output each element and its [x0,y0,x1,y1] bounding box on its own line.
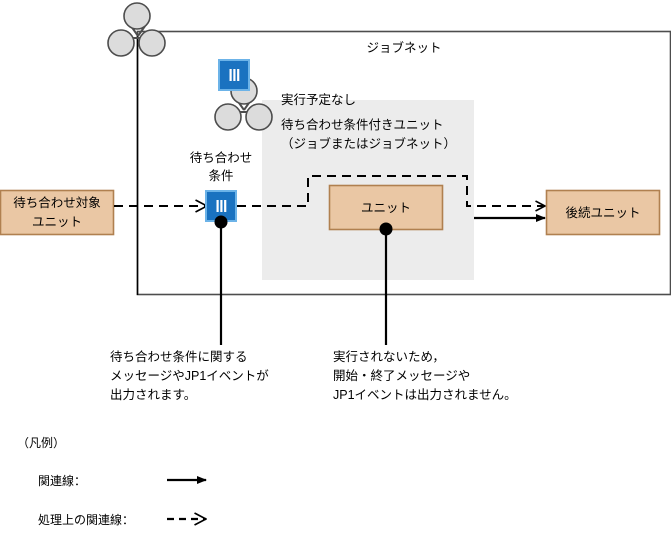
target-unit-box [0,189,115,236]
successor-unit-box [545,189,661,236]
callout-right-line3: JP1イベントは出力されません。 [333,388,517,402]
label-wait-unit-line1: 待ち合わせ条件付きユニット [281,117,444,132]
successor-unit-label: 後続ユニット [565,206,640,220]
callout-right-leader [379,222,393,345]
legend-heading: （凡例） [17,436,65,450]
wait-condition-blue-icon [218,59,250,91]
jobnet-title: ジョブネット [366,40,441,55]
legend-item-label-0: 関連線： [38,473,86,488]
callout-left-line2: メッセージやJP1イベントが [110,368,269,383]
jobnet-three-circles-icon [107,2,166,57]
unit-box [328,184,444,231]
target-unit-label-line1: 待ち合わせ対象 [13,195,101,210]
callout-left-leader [214,215,228,345]
callout-left-line1: 待ち合わせ条件に関する [110,349,248,364]
label-no-schedule: 実行予定なし [281,92,356,107]
target-unit-label-line2: ユニット [32,215,82,229]
callout-right-line2: 開始・終了メッセージや [333,368,470,383]
label-wait-unit-line2: （ジョブまたはジョブネット） [281,136,456,151]
unit-label: ユニット [361,201,411,215]
wait-condition-unit-icon-group [214,59,273,131]
legend-item-label-1: 処理上の関連線： [38,512,134,527]
label-wait-condition-line2: 条件 [208,169,233,183]
label-wait-condition-line1: 待ち合わせ [190,150,253,165]
callout-right-line1: 実行されないため， [333,349,445,364]
callout-left-line3: 出力されます。 [110,388,196,402]
process-relation-routed-dashed [237,175,545,206]
